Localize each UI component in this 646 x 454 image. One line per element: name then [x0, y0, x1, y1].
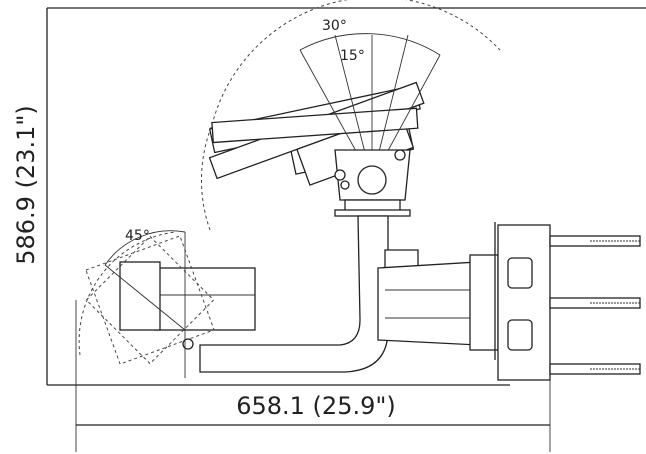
mounting-arm	[199, 215, 479, 373]
angle-label-30: 30°	[322, 18, 347, 34]
height-dimension-label: 586.9 (23.1")	[12, 105, 40, 265]
anchor-bolts	[549, 235, 641, 375]
pan-tilt-head	[334, 149, 411, 217]
width-dimension-label: 658.1 (25.9")	[236, 392, 396, 420]
angle-label-45: 45°	[125, 228, 150, 244]
angle-label-15: 15°	[340, 48, 365, 64]
upper-camera-housings	[208, 81, 425, 186]
angle-indicator-lower	[104, 230, 186, 331]
frame-lines	[46, 7, 646, 452]
rotation-arcs	[78, 0, 501, 356]
wall-bracket	[469, 222, 551, 381]
